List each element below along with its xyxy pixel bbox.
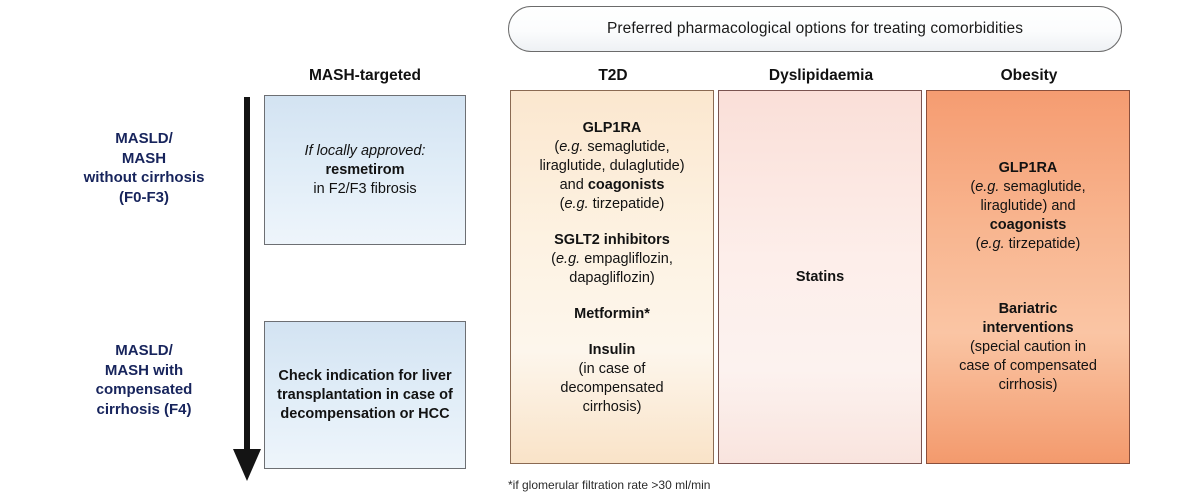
t2d-entry-insulin: Insulin (in case of decompensated cirrho… (519, 341, 705, 417)
t2d-glp1ra-eg2-open: ( (559, 196, 565, 212)
column-header-mash-targeted: MASH-targeted (309, 67, 421, 84)
t2d-glp1ra-eg-line1: semaglutide, (583, 139, 670, 155)
row1-label-line1: MASLD/ (115, 130, 173, 147)
row1-label-line3: without cirrhosis (83, 169, 205, 186)
t2d-metformin-name: Metformin* (574, 306, 650, 322)
t2d-glp1ra-eg-open: ( (554, 139, 560, 155)
t2d-entry-glp1ra: GLP1RA (e.g. semaglutide, liraglutide, d… (519, 119, 705, 214)
obesity-entry-bariatric: Bariatric interventions (special caution… (935, 300, 1121, 395)
row2-label-line4: cirrhosis (F4) (96, 400, 192, 418)
row2-label-line3: compensated (95, 381, 193, 398)
arrow-shaft (244, 97, 250, 453)
t2d-sglt2-eg-line2: dapagliflozin) (569, 270, 655, 286)
obesity-glp1ra-eg-label: e.g. (975, 179, 1000, 195)
mash-row1-content: If locally approved: resmetirom in F2/F3… (273, 142, 457, 199)
obesity-bariatric-detail-line2: case of compensated (959, 358, 1097, 374)
t2d-insulin-detail-line2: decompensated (560, 380, 664, 396)
t2d-insulin-detail-line1: (in case of (578, 361, 646, 377)
t2d-sglt2-name: SGLT2 inhibitors (554, 232, 670, 248)
obesity-bariatric-name-line2: interventions (982, 320, 1074, 336)
obesity-glp1ra-eg-line1: semaglutide, (999, 179, 1086, 195)
obesity-glp1ra-name: GLP1RA (998, 160, 1058, 176)
row-label-masld-mash-compensated-cirrhosis: MASLD/ MASH with compensated cirrhosis (… (56, 341, 232, 419)
column-header-obesity: Obesity (1000, 67, 1058, 84)
t2d-glp1ra-name: GLP1RA (582, 120, 642, 136)
obesity-glp1ra-eg-open: ( (970, 179, 976, 195)
obesity-glp1ra-eg-line2: liraglutide) and (980, 198, 1076, 214)
t2d-sglt2-eg-line1: empagliflozin, (580, 251, 673, 267)
t2d-glp1ra-connector: and (559, 177, 588, 193)
column-header-t2d: T2D (598, 67, 628, 84)
banner-label: Preferred pharmacological options for tr… (606, 20, 1024, 37)
row-label-masld-mash-without-cirrhosis: MASLD/ MASH without cirrhosis (F0-F3) (56, 129, 232, 207)
mash-row2-content: Check indication for liver transplantati… (277, 367, 453, 422)
t2d-treatment-box: GLP1RA (e.g. semaglutide, liraglutide, d… (510, 90, 714, 464)
preferred-options-banner: Preferred pharmacological options for tr… (508, 6, 1122, 52)
mash-row1-detail: in F2/F3 fibrosis (313, 180, 417, 197)
dyslipidaemia-treatment-box: Statins (718, 90, 922, 464)
mash-row1-italic-lead: If locally approved: (304, 142, 426, 159)
obesity-entry-glp1ra: GLP1RA (e.g. semaglutide, liraglutide) a… (935, 159, 1121, 254)
t2d-glp1ra-eg2-label: e.g. (564, 196, 589, 212)
disease-progression-arrow (233, 97, 265, 481)
obesity-treatment-box: GLP1RA (e.g. semaglutide, liraglutide) a… (926, 90, 1130, 464)
t2d-entry-metformin: Metformin* (519, 305, 705, 324)
obesity-glp1ra-coagonists: coagonists (989, 217, 1067, 233)
row2-label-line2: MASH with (104, 361, 184, 379)
column-header-dyslipidaemia: Dyslipidaemia (768, 67, 874, 84)
t2d-glp1ra-eg-line2: liraglutide, dulaglutide) (539, 158, 685, 174)
obesity-glp1ra-eg2-open: ( (975, 236, 981, 252)
row1-label-line2: MASH (121, 149, 167, 167)
t2d-insulin-name: Insulin (588, 342, 636, 358)
t2d-sglt2-eg-open: ( (551, 251, 556, 267)
mash-targeted-box-row2: Check indication for liver transplantati… (264, 321, 466, 469)
mash-targeted-box-row1: If locally approved: resmetirom in F2/F3… (264, 95, 466, 245)
t2d-glp1ra-eg2-list: tirzepatide) (588, 196, 665, 212)
t2d-glp1ra-coagonists: coagonists (587, 177, 665, 193)
t2d-sglt2-eg-label: e.g. (555, 251, 581, 267)
dyslipidaemia-entry-statins: Statins (795, 268, 845, 285)
t2d-insulin-detail-line3: cirrhosis) (582, 399, 642, 415)
footnote-gfr: *if glomerular filtration rate >30 ml/mi… (508, 478, 711, 492)
row2-label-line1: MASLD/ (115, 342, 173, 359)
obesity-bariatric-detail-line3: cirrhosis) (998, 377, 1058, 393)
row1-label-line4: (F0-F3) (119, 188, 169, 206)
arrow-down-icon (233, 449, 261, 481)
obesity-bariatric-name-line1: Bariatric (998, 301, 1058, 317)
obesity-bariatric-detail-line1: (special caution in (969, 339, 1087, 355)
t2d-entry-sglt2: SGLT2 inhibitors (e.g. empagliflozin, da… (519, 231, 705, 288)
obesity-glp1ra-eg2-list: tirzepatide) (1004, 236, 1081, 252)
obesity-glp1ra-eg2-label: e.g. (980, 236, 1005, 252)
t2d-glp1ra-eg-label: e.g. (559, 139, 584, 155)
mash-row1-drug: resmetirom (325, 161, 405, 178)
